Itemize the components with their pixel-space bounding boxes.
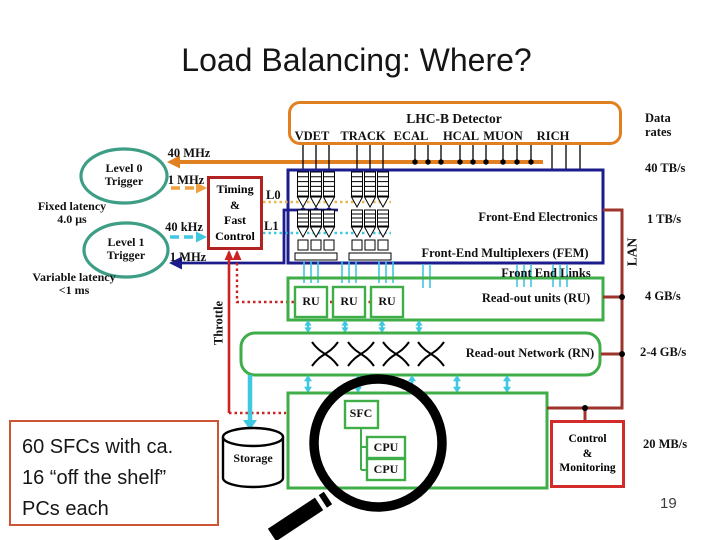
subdetector-muon: MUON [483, 129, 523, 143]
subdetector-rich: RICH [536, 129, 570, 143]
timing-fast-control-box: Timing & Fast Control [207, 176, 263, 250]
readout-units-label: Read-out units (RU) [481, 291, 591, 305]
fem-label: Front-End Multiplexers (FEM) [421, 246, 589, 260]
freq-1mhz-l1: 1 MHz [169, 250, 207, 264]
ru-box-1-label: RU [302, 294, 320, 308]
line-40mhz [167, 155, 543, 169]
storage-arrow [243, 375, 257, 430]
variable-latency-label: Variable latency<1 ms [32, 270, 116, 297]
ru-box-3-label: RU [378, 294, 396, 308]
front-end-electronics-box [286, 168, 605, 265]
freq-40khz: 40 kHz [165, 220, 203, 234]
readout-units-box [286, 276, 605, 322]
rate-1tbs: 1 TB/s [647, 212, 682, 226]
front-end-link-lines [303, 260, 568, 288]
control-monitoring-box: Control & Monitoring [550, 420, 625, 488]
freq-40mhz: 40 MHz [167, 146, 211, 160]
subdetector-ecal: ECAL [393, 129, 429, 143]
front-end-links-label: Front End Links [501, 266, 591, 280]
throttle-label: Throttle [211, 300, 226, 346]
rate-20mbs: 20 MB/s [643, 437, 688, 451]
lhcb-detector-box [288, 101, 622, 145]
l0-label: L0 [266, 188, 281, 202]
note-line-3: PCs each [22, 498, 109, 520]
rate-24gbs: 2-4 GB/s [640, 345, 687, 359]
front-end-electronics-label: Front-End Electronics [478, 210, 598, 224]
subdetector-track: TRACK [340, 129, 386, 143]
readout-network-label: Read-out Network (RN) [465, 346, 595, 360]
level0-trigger-ellipse [79, 147, 169, 205]
subdetector-vdet: VDET [294, 129, 330, 143]
detector-title: LHC-B Detector [406, 111, 502, 126]
subdetector-hcal: HCAL [442, 129, 480, 143]
orange-line-dots [412, 159, 534, 165]
page-number: 19 [660, 495, 677, 512]
storage-cylinder [221, 426, 285, 489]
note-box: 60 SFCs with ca. 16 “off the shelf” PCs … [9, 420, 219, 526]
freq-1mhz-l0: 1 MHz [167, 173, 205, 187]
note-line-2: 16 “off the shelf” [22, 467, 167, 489]
cpu-2-label: CPU [373, 462, 399, 476]
line-40khz [170, 231, 207, 243]
detector-feed-lines [302, 145, 581, 172]
magnifier-icon [267, 374, 447, 540]
pipeline-columns [294, 171, 392, 261]
rate-4gbs: 4 GB/s [645, 289, 681, 303]
sfc-label: SFC [349, 406, 373, 420]
l1-label: L1 [264, 219, 279, 233]
storage-label: Storage [233, 451, 273, 465]
slide-title: Load Balancing: Where? [181, 42, 532, 78]
cpu-1-label: CPU [373, 440, 399, 454]
readout-network-box [239, 331, 602, 377]
ru-box-2-label: RU [340, 294, 358, 308]
ru-rn-arrows [304, 320, 423, 333]
rate-40tbs: 40 TB/s [645, 161, 686, 175]
lan-lines [547, 208, 625, 420]
lan-label: LAN [624, 237, 640, 267]
level1-trigger-ellipse [82, 221, 170, 279]
line-1mhz-l0 [171, 182, 207, 194]
note-line-1: 60 SFCs with ca. [22, 436, 174, 458]
